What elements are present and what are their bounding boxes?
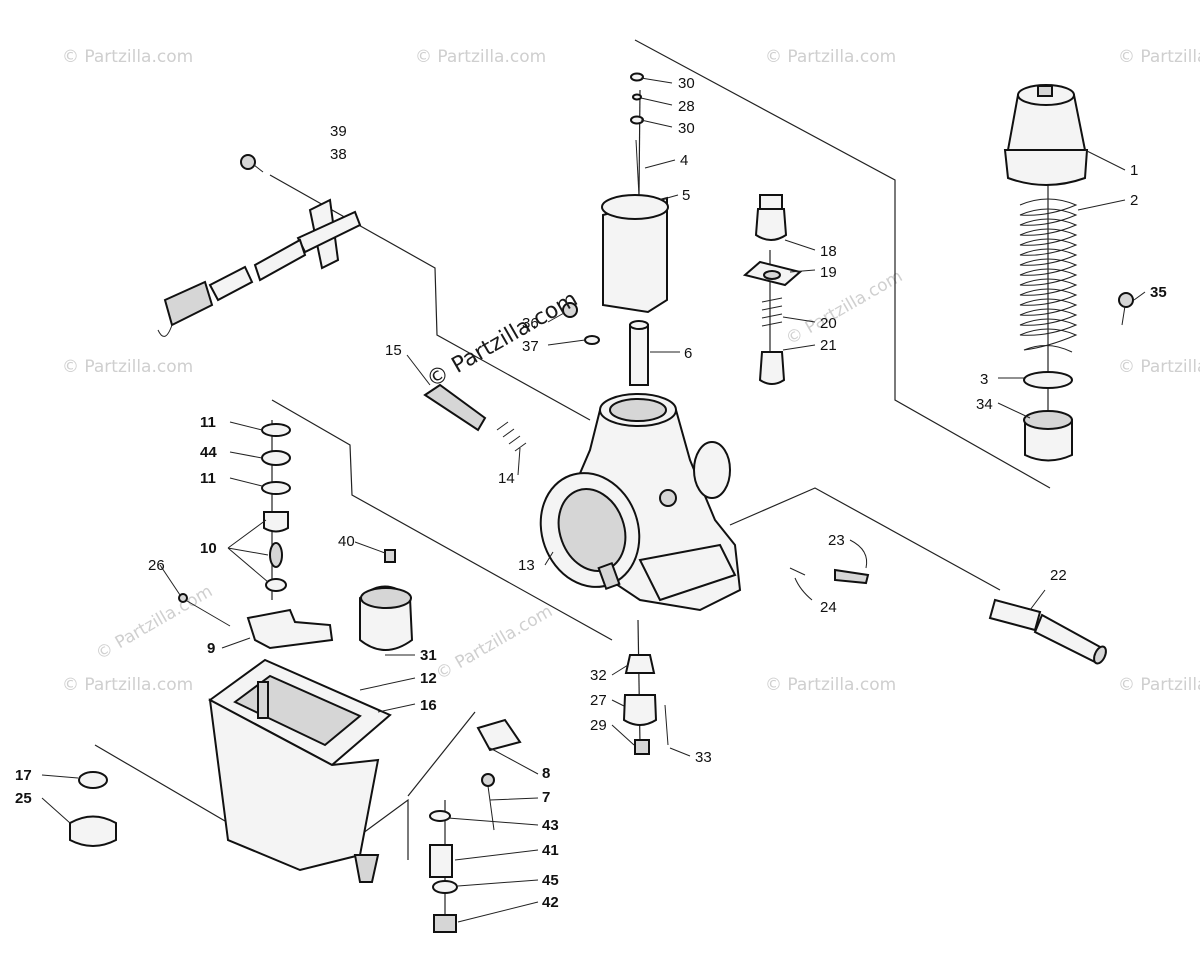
watermark: © Partzilla.com (1118, 357, 1200, 377)
callout-35: 35 (1150, 284, 1167, 301)
callout-45: 45 (542, 872, 559, 889)
callout-6: 6 (684, 345, 692, 362)
callout-28: 28 (678, 98, 695, 115)
callout-37: 37 (522, 338, 539, 355)
main-jet-assembly (742, 194, 803, 385)
watermark: © Partzilla.com (433, 601, 557, 684)
watermark: © Partzilla.com (1118, 47, 1200, 67)
carb-cap (1003, 84, 1089, 186)
callout-27: 27 (590, 692, 607, 709)
pilot-air-screw (423, 383, 527, 452)
float (359, 549, 414, 651)
vent-pipe (988, 598, 1107, 665)
callout-13: 13 (518, 557, 535, 574)
callout-40: 40 (338, 533, 355, 550)
vent-fittings (429, 810, 458, 933)
float-bowl (208, 658, 392, 883)
callout-24: 24 (820, 599, 837, 616)
pilot-axis (637, 619, 641, 746)
callout-3: 3 (980, 371, 988, 388)
callout-30-bottom: 30 (678, 120, 695, 137)
frame-line-pipe (729, 487, 1001, 591)
float-pin-and-arm (178, 593, 334, 650)
callout-26: 26 (148, 557, 165, 574)
needle-holder (1023, 410, 1073, 462)
watermark: © Partzilla.com (783, 266, 907, 349)
cover-plate (476, 718, 522, 831)
idle-screws (789, 567, 870, 585)
callout-23: 23 (828, 532, 845, 549)
pilot-jet-stack (622, 654, 669, 755)
callout-32: 32 (590, 667, 607, 684)
watermark: © Partzilla.com (62, 357, 193, 377)
leader-lines (41, 77, 1146, 923)
throttle-spring (1019, 198, 1078, 353)
callout-labels: 1 2 3 4 5 6 7 8 9 10 11 11 12 13 14 15 1… (15, 75, 1167, 911)
air-screw-cap (562, 302, 578, 318)
callout-21: 21 (820, 337, 837, 354)
float-valve-stack (261, 423, 291, 592)
callout-30-top: 30 (678, 75, 695, 92)
watermark: © Partzilla.com (765, 675, 896, 695)
callout-39: 39 (330, 123, 347, 140)
watermark: © Partzilla.com (415, 47, 546, 67)
cap-screw (1118, 292, 1134, 326)
spring-seat-washer (1023, 371, 1073, 389)
callout-2: 2 (1130, 192, 1138, 209)
callout-31: 31 (420, 647, 437, 664)
callout-18: 18 (820, 243, 837, 260)
callout-44: 44 (200, 444, 217, 461)
callout-17: 17 (15, 767, 32, 784)
callout-38: 38 (330, 146, 347, 163)
callout-25: 25 (15, 790, 32, 807)
needle-jet (629, 320, 649, 386)
air-screw-washer (584, 335, 600, 345)
callout-10: 10 (200, 540, 217, 557)
callout-20: 20 (820, 315, 837, 332)
choke-lever-assembly (157, 154, 362, 337)
callout-43: 43 (542, 817, 559, 834)
callout-34: 34 (976, 396, 993, 413)
callout-4: 4 (680, 152, 688, 169)
callout-16: 16 (420, 697, 437, 714)
callout-36: 36 (522, 315, 539, 332)
callout-11-bottom: 11 (200, 470, 216, 487)
watermark: © Partzilla.com (62, 47, 193, 67)
jet-needle (630, 72, 644, 216)
callout-33: 33 (695, 749, 712, 766)
callout-14: 14 (498, 470, 515, 487)
drain-plug (69, 771, 117, 847)
watermark: © Partzilla.com (93, 581, 217, 664)
frame-line-plate (407, 711, 476, 797)
callout-1: 1 (1130, 162, 1138, 179)
callout-8: 8 (542, 765, 550, 782)
callout-7: 7 (542, 789, 550, 806)
callout-12: 12 (420, 670, 437, 687)
callout-29: 29 (590, 717, 607, 734)
watermark: © Partzilla.com (62, 675, 193, 695)
frame-line-mid (271, 399, 613, 641)
callout-9: 9 (207, 640, 215, 657)
carburetor-body (539, 393, 742, 612)
callout-42: 42 (542, 894, 559, 911)
watermark: © Partzilla.com (765, 47, 896, 67)
callout-11-top: 11 (200, 414, 216, 431)
watermark: © Partzilla.com (1118, 675, 1200, 695)
throttle-slide (601, 194, 669, 314)
callout-15: 15 (385, 342, 402, 359)
callout-19: 19 (820, 264, 837, 281)
callout-41: 41 (542, 842, 559, 859)
frame-line-top-right (634, 39, 1051, 489)
callout-5: 5 (682, 187, 690, 204)
callout-22: 22 (1050, 567, 1067, 584)
